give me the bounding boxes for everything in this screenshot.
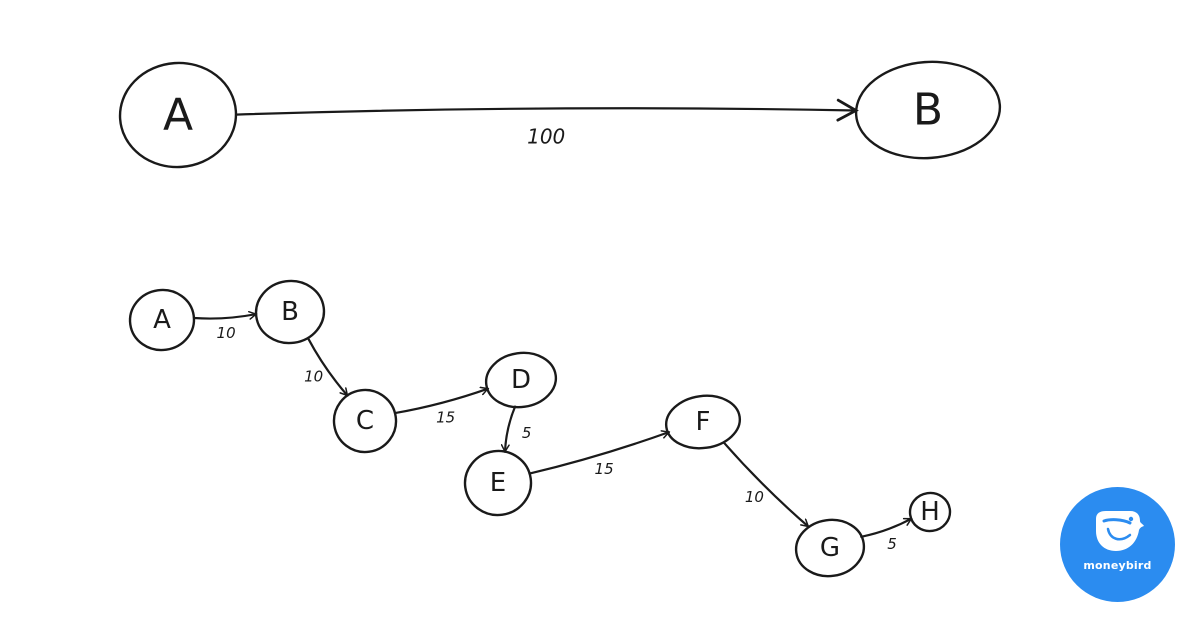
g2-node-label-g: G (820, 533, 840, 563)
g2-weight-a-b: 10 (217, 324, 236, 342)
g2-edge-d-e (505, 405, 517, 452)
g1-weight-a-b: 100 (527, 125, 565, 149)
g2-weight-g-h: 5 (887, 535, 897, 553)
g2-weight-d-e: 5 (522, 424, 532, 442)
g1-edge-a-b (234, 98, 859, 122)
g2-node-h (908, 491, 952, 533)
g2-node-label-f: F (696, 407, 711, 437)
moneybird-logo: moneybird (1060, 487, 1175, 602)
g2-node-e (463, 449, 533, 517)
g2-edge-e-f (528, 432, 669, 475)
g2-edge-f-g (723, 442, 808, 528)
g2-weight-b-c: 10 (304, 368, 323, 386)
logo-wordmark: moneybird (1083, 559, 1152, 572)
g1-node-a (118, 61, 238, 169)
g2-node-f (664, 394, 742, 450)
g2-edge-c-d (393, 389, 488, 415)
g2-node-a (128, 288, 196, 352)
graph-chain: 10 10 15 5 15 10 5 A B C D E F G H (128, 279, 952, 578)
bird-icon (1095, 511, 1144, 551)
g2-node-label-h: H (920, 497, 940, 527)
g1-node-label-a: A (163, 90, 193, 141)
g2-node-label-a: A (153, 305, 171, 335)
g2-node-b (254, 279, 326, 345)
g2-edge-a-b (192, 314, 256, 318)
g2-node-d (484, 351, 558, 409)
g2-node-label-c: C (356, 406, 374, 436)
g2-node-g (794, 518, 866, 578)
graph-simple: 100 A B (118, 60, 1002, 169)
g2-weight-f-g: 10 (745, 488, 764, 506)
g2-edge-b-c (307, 337, 349, 395)
g2-weight-e-f: 15 (595, 460, 614, 478)
g2-node-label-e: E (490, 468, 506, 498)
g2-node-c (332, 388, 398, 454)
g2-weight-c-d: 15 (436, 408, 455, 426)
g2-node-label-b: B (281, 297, 299, 327)
g2-node-label-d: D (511, 365, 531, 395)
g1-node-b (854, 60, 1002, 160)
g1-node-label-b: B (913, 85, 943, 136)
g2-edge-g-h (860, 517, 911, 538)
